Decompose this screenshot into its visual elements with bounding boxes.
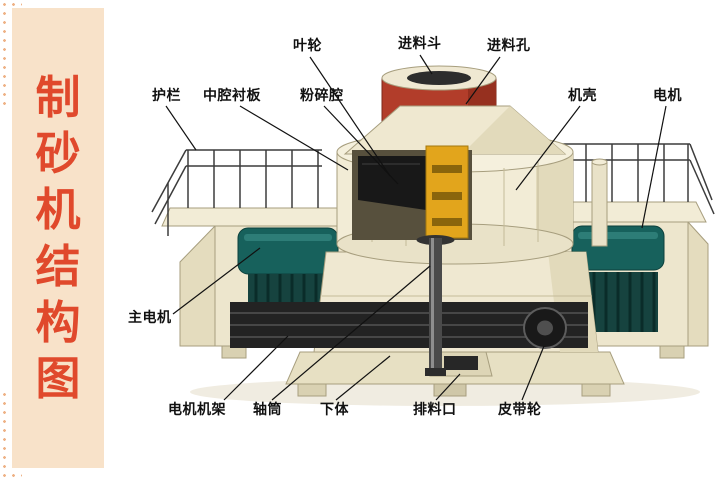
label-shaft-tube: 轴筒 [253, 401, 282, 417]
title-panel: 制 砂 机 结 构 图 [12, 8, 104, 468]
feed-inlet-hole [407, 71, 471, 85]
leader-discharge [435, 373, 461, 401]
label-feed-inlet: 进料孔 [487, 37, 531, 53]
side-pipe [591, 158, 608, 247]
impeller-part [358, 156, 426, 210]
leader-liner [239, 105, 349, 171]
label-casing: 机壳 [568, 87, 597, 103]
leader-main-motor [172, 247, 261, 315]
leader-motor-frame [223, 335, 289, 401]
label-discharge-port: 排料口 [413, 401, 457, 417]
interior-cutaway [352, 145, 472, 240]
label-motor-frame: 电机机架 [168, 401, 226, 417]
label-main-motor: 主电机 [128, 309, 172, 325]
right-motor-highlight [578, 232, 658, 239]
leader-pulley [521, 345, 545, 401]
main-motor-highlight [244, 234, 332, 241]
leader-lines [165, 54, 667, 401]
label-feed-hopper: 进料斗 [398, 35, 442, 51]
label-crushing-cavity: 粉碎腔 [300, 87, 344, 103]
title-char-5: 构 [35, 296, 81, 348]
leader-impeller [309, 56, 391, 177]
leader-feed-hopper [419, 54, 433, 75]
left-guardrail [151, 149, 322, 236]
title-char-4: 结 [35, 240, 81, 292]
title-char-6: 图 [35, 353, 81, 404]
belt-pulley-part [523, 307, 567, 349]
leader-crushing-cavity [323, 105, 399, 185]
leader-shaft-tube [271, 265, 431, 401]
label-belt-pulley: 皮带轮 [498, 401, 542, 417]
title-char-3: 机 [35, 184, 81, 236]
shaft-tube-part [416, 235, 455, 376]
leader-feed-inlet [465, 56, 501, 105]
label-impeller: 叶轮 [293, 37, 322, 53]
title-char-2: 砂 [35, 128, 81, 179]
right-motor-fin-lines [580, 272, 656, 332]
label-lower-body: 下体 [320, 401, 349, 417]
leader-lower-body [335, 355, 391, 401]
label-guardrail: 护栏 [152, 87, 181, 103]
leader-casing [515, 105, 581, 191]
label-motor: 电机 [653, 87, 682, 103]
label-cavity-liner: 中腔衬板 [203, 87, 261, 103]
cone-cover [343, 105, 567, 155]
leader-guardrail [165, 105, 197, 151]
leader-motor [641, 105, 667, 229]
title-char-1: 制 [35, 71, 81, 123]
